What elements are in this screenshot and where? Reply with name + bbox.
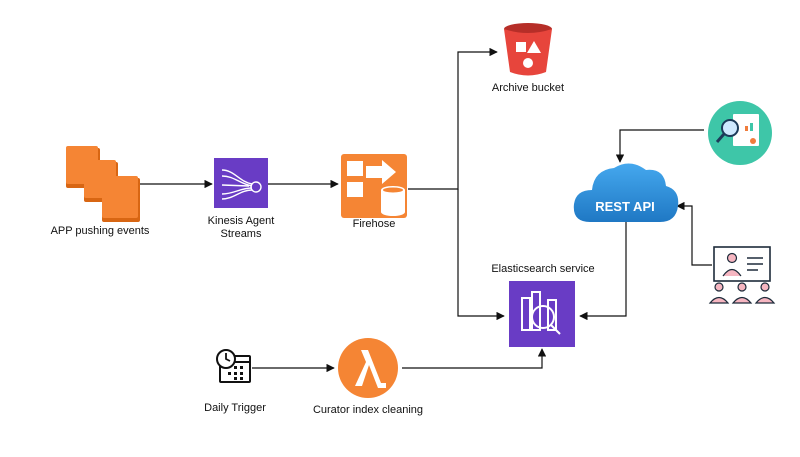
daily-trigger-label: Daily Trigger	[204, 402, 266, 414]
cloud-icon	[573, 163, 679, 222]
kinesis-streams-icon	[214, 158, 268, 208]
firehose-label: Firehose	[352, 218, 396, 230]
arrow-analytics-to-restapi	[615, 129, 704, 163]
kinesis-label-line1: Kinesis Agent	[207, 215, 275, 227]
arrow-users-to-restapi	[676, 201, 712, 266]
arrow-firehose-to-archive	[408, 47, 498, 190]
connectors	[140, 47, 712, 373]
elasticsearch-icon	[509, 281, 575, 347]
kinesis-label-line2: Streams	[220, 228, 262, 240]
kinesis-firehose-icon	[341, 154, 407, 218]
elasticsearch-label: Elasticsearch service	[491, 263, 595, 275]
arrow-restapi-to-elasticsearch	[579, 222, 627, 321]
app-label: APP pushing events	[50, 225, 150, 237]
ec2-instances-icon	[66, 146, 140, 222]
clock-calendar-icon	[216, 349, 251, 383]
report-magnifier-icon	[708, 101, 772, 165]
user-profile-group-icon	[708, 246, 776, 304]
rest-api-label: REST API	[595, 199, 654, 214]
lambda-icon	[338, 338, 398, 398]
arrow-lambda-to-elasticsearch	[402, 348, 547, 369]
archive-label: Archive bucket	[491, 82, 565, 94]
arrow-firehose-to-elasticsearch	[457, 189, 505, 321]
curator-label: Curator index cleaning	[312, 404, 424, 416]
s3-bucket-icon	[504, 23, 552, 76]
